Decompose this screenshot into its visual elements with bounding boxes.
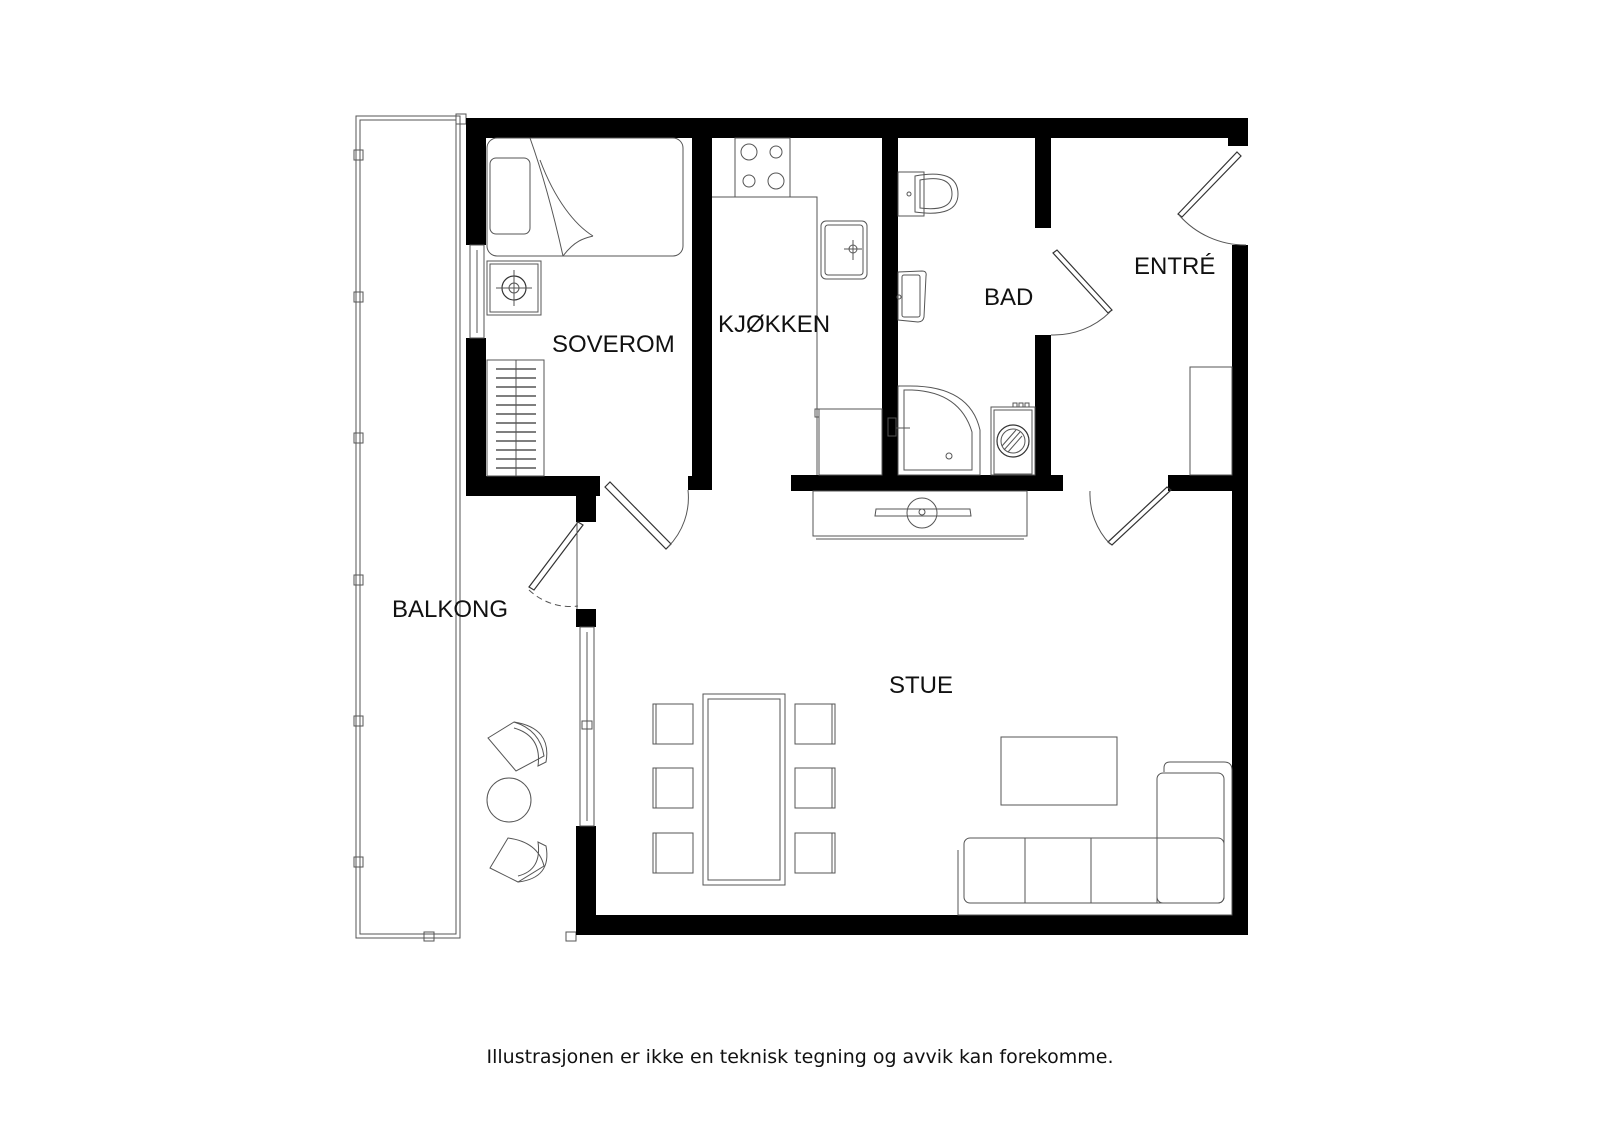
balcony-furniture (486, 721, 548, 883)
fridge (814, 408, 883, 476)
kitchen-sink (820, 220, 868, 280)
washbasin (896, 270, 927, 323)
cooktop (734, 137, 791, 198)
walls (466, 118, 1248, 935)
washing-machine (990, 402, 1036, 476)
toilet (897, 171, 959, 217)
disclaimer-caption: Illustrasjonen er ikke en teknisk tegnin… (486, 1046, 1114, 1068)
dining-table (702, 693, 786, 886)
room-label-balkong: BALKONG (392, 596, 508, 623)
windows (469, 244, 595, 827)
bed (486, 137, 684, 257)
coffee-table (1000, 736, 1118, 806)
sideboard-with-sink (812, 490, 1028, 540)
room-label-entre: ENTRÉ (1134, 253, 1215, 280)
room-label-bad: BAD (984, 284, 1033, 311)
corner-sofa (957, 761, 1233, 916)
room-label-kjokken: KJØKKEN (718, 311, 830, 338)
nightstand-lamp (486, 260, 542, 316)
doors (528, 151, 1247, 609)
balcony-railing (353, 113, 577, 942)
room-label-stue: STUE (889, 672, 953, 699)
dining-chairs (652, 703, 836, 874)
wardrobe (486, 359, 545, 477)
room-label-soverom: SOVEROM (552, 331, 675, 358)
corner-shower (887, 385, 981, 476)
closet (1189, 366, 1233, 476)
counter (712, 196, 818, 475)
